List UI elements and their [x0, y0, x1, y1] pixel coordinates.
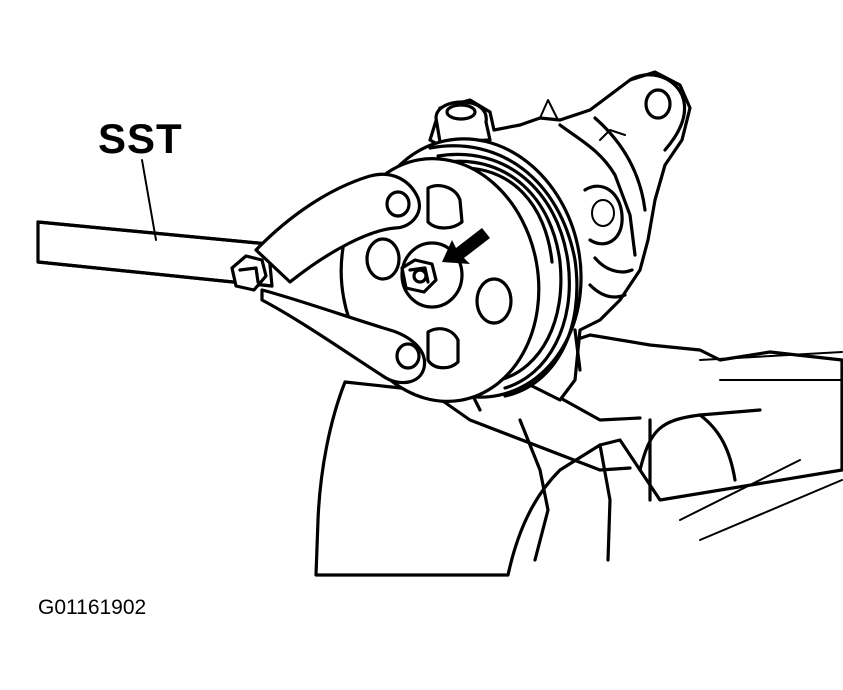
- sst-handle: [36, 220, 274, 288]
- sst-label: SST: [98, 115, 183, 162]
- arrow-icon: [442, 228, 490, 264]
- sst-leader-line: [141, 159, 157, 241]
- pulley-nut: [400, 258, 438, 294]
- sst-fork: [230, 172, 427, 385]
- figure-code: G01161902: [38, 596, 147, 619]
